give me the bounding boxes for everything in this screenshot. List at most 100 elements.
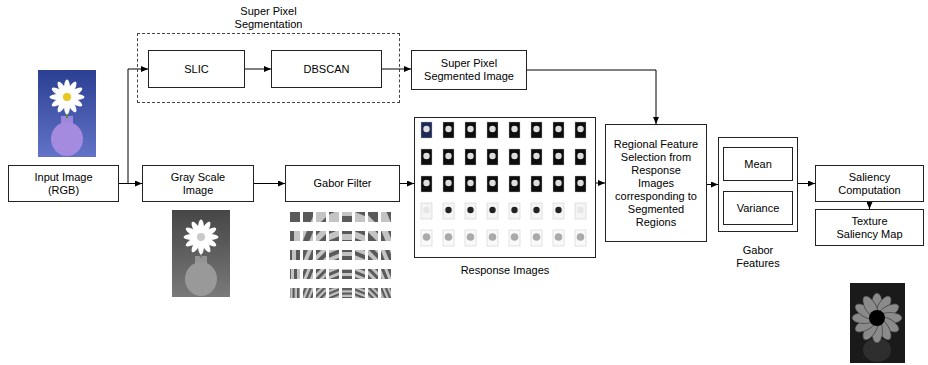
response-blob <box>555 233 563 241</box>
response-blob <box>423 207 429 213</box>
response-blob <box>511 153 517 159</box>
response-thumb <box>487 122 498 138</box>
node-label: Input Image (RGB) <box>29 171 99 197</box>
response-blob <box>555 153 561 159</box>
map-center <box>869 310 885 326</box>
gabor-kernel <box>381 231 391 241</box>
flow-arrow <box>382 69 411 70</box>
response-thumb <box>487 176 498 192</box>
node-label: Regional Feature Selection from Response… <box>612 138 700 229</box>
response-thumb <box>575 176 586 192</box>
flow-arrow <box>254 183 285 184</box>
response-blob <box>533 207 539 213</box>
response-thumb <box>421 149 432 165</box>
response-blob <box>555 207 561 213</box>
response-thumb <box>531 122 542 138</box>
group-box: Gabor FeaturesMeanVariance <box>718 137 798 232</box>
gabor-kernel <box>290 288 300 298</box>
response-image-grid <box>421 122 586 246</box>
feature-box: Mean <box>723 147 793 181</box>
response-thumb <box>509 203 520 219</box>
process-box: DBSCAN <box>271 50 382 88</box>
gabor-kernel <box>355 212 365 222</box>
response-thumb <box>421 122 432 138</box>
response-blob <box>445 153 451 159</box>
node-label: Variance <box>737 202 780 215</box>
response-thumb <box>443 149 454 165</box>
process-box: Super Pixel Segmented Image <box>411 50 527 90</box>
gabor-kernel <box>316 231 326 241</box>
response-thumb <box>509 149 520 165</box>
gabor-kernel <box>381 212 391 222</box>
flower <box>50 80 85 115</box>
process-box: Input Image (RGB) <box>8 165 119 202</box>
vase <box>51 122 83 156</box>
response-blob <box>577 180 583 186</box>
gabor-kernel <box>355 288 365 298</box>
group-heading: Gabor Features <box>728 244 788 270</box>
response-blob <box>511 180 517 186</box>
response-thumb <box>509 122 520 138</box>
flow-arrow <box>596 183 605 184</box>
response-thumb <box>487 230 498 246</box>
gabor-kernel <box>316 269 326 279</box>
response-blob <box>511 207 517 213</box>
response-thumb <box>575 230 586 246</box>
gabor-kernel <box>368 250 378 260</box>
gabor-kernel <box>329 269 339 279</box>
gabor-kernel <box>303 231 313 241</box>
response-blob <box>445 233 453 241</box>
response-thumb <box>509 176 520 192</box>
response-thumb <box>553 203 564 219</box>
process-box: Regional Feature Selection from Response… <box>605 124 707 242</box>
process-box: Saliency Computation <box>815 165 924 202</box>
flow-arrow <box>707 184 718 185</box>
response-thumb <box>487 149 498 165</box>
response-blob <box>467 153 473 159</box>
process-box: Gabor Filter <box>285 165 400 202</box>
response-blob <box>555 126 561 132</box>
response-thumb <box>465 122 476 138</box>
process-box: SLIC <box>148 50 245 88</box>
response-blob <box>533 153 539 159</box>
response-thumb <box>575 149 586 165</box>
gabor-kernel <box>316 250 326 260</box>
response-blob <box>555 180 561 186</box>
gabor-kernel <box>290 212 300 222</box>
response-blob <box>577 207 583 213</box>
gabor-kernel <box>368 212 378 222</box>
node-label: Gabor Filter <box>313 177 371 190</box>
gabor-kernel <box>329 250 339 260</box>
response-blob <box>533 233 541 241</box>
process-box: Gray Scale Image <box>142 165 254 202</box>
flow-arrow <box>119 183 142 184</box>
node-label: SLIC <box>184 63 208 76</box>
response-thumb <box>443 176 454 192</box>
response-blob <box>533 180 539 186</box>
response-thumb <box>531 149 542 165</box>
response-thumb <box>575 122 586 138</box>
response-blob <box>577 233 585 241</box>
response-blob <box>467 180 473 186</box>
response-thumb <box>531 230 542 246</box>
response-thumb <box>421 230 432 246</box>
gabor-kernel <box>342 288 352 298</box>
node-label: Gray Scale Image <box>165 171 231 197</box>
response-thumb <box>421 203 432 219</box>
gabor-kernel <box>329 288 339 298</box>
gabor-kernel <box>329 231 339 241</box>
gabor-kernel <box>368 269 378 279</box>
response-thumb <box>487 203 498 219</box>
response-blob <box>445 207 451 213</box>
group-box: Super Pixel SegmentationSLICDBSCAN <box>137 33 400 103</box>
response-blob <box>467 126 473 132</box>
flow-arrow <box>400 183 414 184</box>
flower-center <box>63 93 71 101</box>
response-blob <box>445 126 451 132</box>
response-thumb <box>553 230 564 246</box>
node-label: Saliency Computation <box>830 171 910 197</box>
gabor-kernel <box>355 231 365 241</box>
gabor-kernel <box>329 212 339 222</box>
gabor-kernel <box>303 250 313 260</box>
group-heading: Super Pixel Segmentation <box>219 5 319 31</box>
